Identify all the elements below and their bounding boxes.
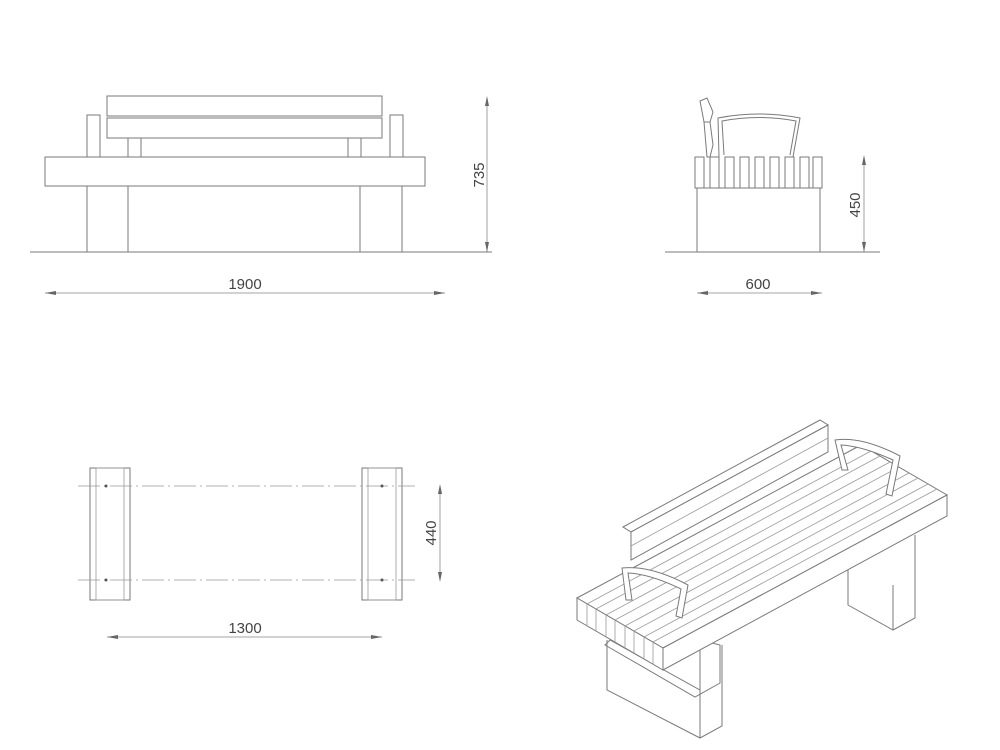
leg — [359, 185, 403, 253]
leg — [847, 535, 916, 631]
seat-height-dimension: 450 — [847, 192, 864, 217]
armrest — [717, 113, 801, 158]
front-view: 735 1900 — [30, 95, 492, 295]
seat — [44, 156, 426, 187]
backrest-support — [347, 137, 362, 158]
leg-block — [361, 467, 403, 601]
leg-depth-dimension: 440 — [423, 520, 440, 545]
backrest — [699, 97, 714, 123]
isometric-view — [575, 419, 949, 739]
top-view: 440 1300 — [78, 467, 442, 639]
backrest — [703, 121, 714, 158]
armrest — [834, 438, 901, 497]
leg — [696, 187, 821, 253]
armrest-post — [86, 114, 101, 158]
backrest-slat — [106, 117, 383, 139]
leg — [606, 640, 723, 739]
depth-dimension: 600 — [745, 276, 770, 293]
backrest — [630, 424, 829, 561]
width-dimension: 1900 — [228, 276, 261, 293]
leg-spacing-dimension: 1300 — [228, 620, 261, 637]
backrest-support — [127, 137, 142, 158]
height-dimension: 735 — [471, 162, 488, 187]
leg — [86, 185, 129, 253]
backrest-slat — [106, 95, 383, 117]
seat-slats — [694, 156, 823, 189]
armrest — [621, 567, 689, 619]
side-view: 450 600 — [665, 97, 880, 295]
seat-slats — [586, 450, 938, 664]
armrest-post — [389, 114, 404, 158]
